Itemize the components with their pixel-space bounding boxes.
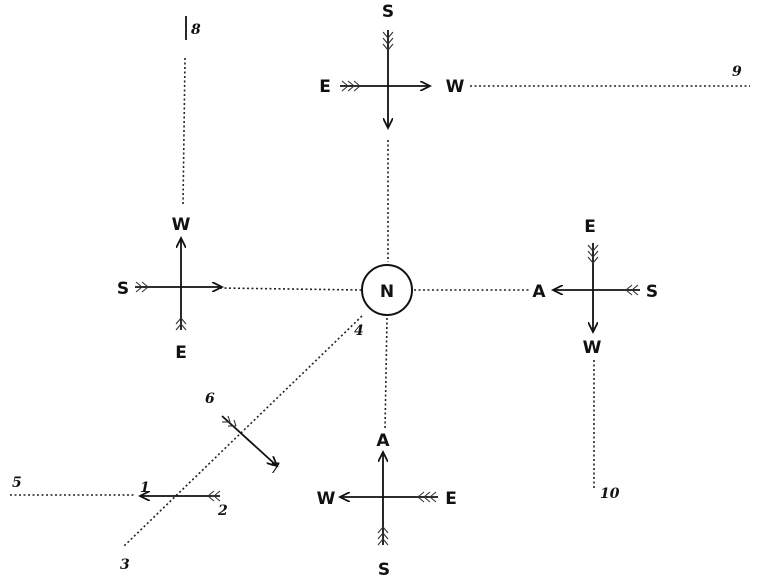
- fletching-icon: [175, 317, 187, 331]
- label-10: 10: [600, 486, 620, 502]
- fletching-icon: [587, 244, 599, 264]
- label-2: 2: [217, 503, 228, 519]
- fletching-icon: [417, 491, 437, 503]
- label-w: W: [446, 77, 465, 97]
- label-s: S: [378, 560, 390, 580]
- label-5: 5: [12, 475, 22, 491]
- label-e: E: [584, 217, 596, 237]
- arrow-2-to-1: [140, 490, 221, 502]
- fletching-icon: [222, 415, 237, 427]
- line-left-to-center: [219, 287, 362, 291]
- center-label: N: [380, 282, 394, 302]
- label-e: E: [445, 489, 457, 509]
- label-a: A: [376, 431, 390, 451]
- left-compass: W S E: [117, 215, 222, 363]
- label-6: 6: [205, 391, 215, 407]
- line-to-8: [182, 57, 186, 206]
- label-1: 1: [140, 480, 150, 496]
- label-e: E: [175, 343, 187, 363]
- label-s: S: [117, 279, 129, 299]
- fletching-icon: [625, 284, 639, 296]
- center-circle: N: [361, 264, 413, 316]
- label-9: 9: [732, 64, 742, 80]
- label-8: 8: [191, 22, 201, 38]
- label-a: A: [532, 282, 546, 302]
- fletching-icon: [207, 490, 221, 502]
- label-4: 4: [354, 323, 364, 339]
- top-compass: S E W: [319, 2, 465, 128]
- label-3: 3: [120, 557, 130, 573]
- label-7: 7: [270, 461, 280, 477]
- fletching-icon: [377, 526, 389, 546]
- right-compass: E S A W: [532, 217, 658, 358]
- label-s: S: [382, 2, 394, 22]
- label-s: S: [646, 282, 658, 302]
- arrow-diagonal: [221, 415, 277, 466]
- fletching-icon: [341, 80, 361, 92]
- fletching-icon: [382, 31, 394, 51]
- arrow-6-to-7: [221, 415, 277, 466]
- line-bottom-to-center: [384, 317, 388, 431]
- label-w: W: [583, 338, 602, 358]
- fletching-icon: [135, 281, 149, 293]
- label-w: W: [172, 215, 191, 235]
- bottom-compass: A W E S: [317, 431, 457, 580]
- label-w: W: [317, 489, 336, 509]
- line-4-to-3: [123, 315, 363, 547]
- label-e: E: [319, 77, 331, 97]
